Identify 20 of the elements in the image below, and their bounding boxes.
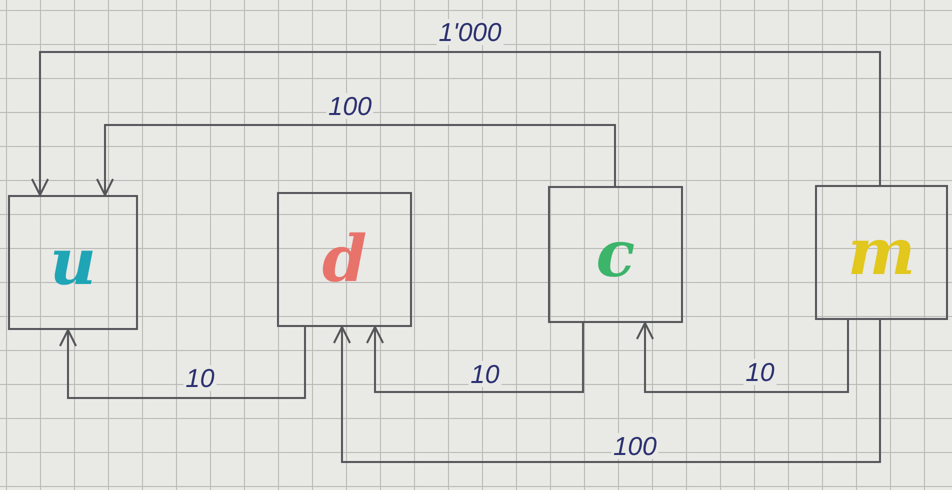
process-box	[548, 186, 683, 323]
edge-label: 10	[744, 359, 776, 385]
process-box	[8, 195, 138, 330]
node-letter: c	[596, 222, 635, 286]
edge-label: 100	[611, 433, 659, 459]
edge-label: 1'000	[436, 19, 504, 45]
arrow	[333, 320, 881, 463]
arrow	[366, 323, 584, 393]
node-letter: d	[322, 228, 367, 292]
node-letter: m	[848, 220, 916, 284]
arrow	[636, 320, 849, 393]
process-box	[277, 192, 412, 327]
arrow	[59, 327, 306, 399]
node-letter: u	[50, 230, 96, 294]
arrow	[96, 124, 616, 196]
arrow	[31, 51, 881, 196]
edge-label: 10	[468, 361, 502, 387]
edge-label: 10	[184, 365, 216, 391]
process-box	[815, 185, 948, 320]
edge-label: 100	[326, 93, 374, 119]
